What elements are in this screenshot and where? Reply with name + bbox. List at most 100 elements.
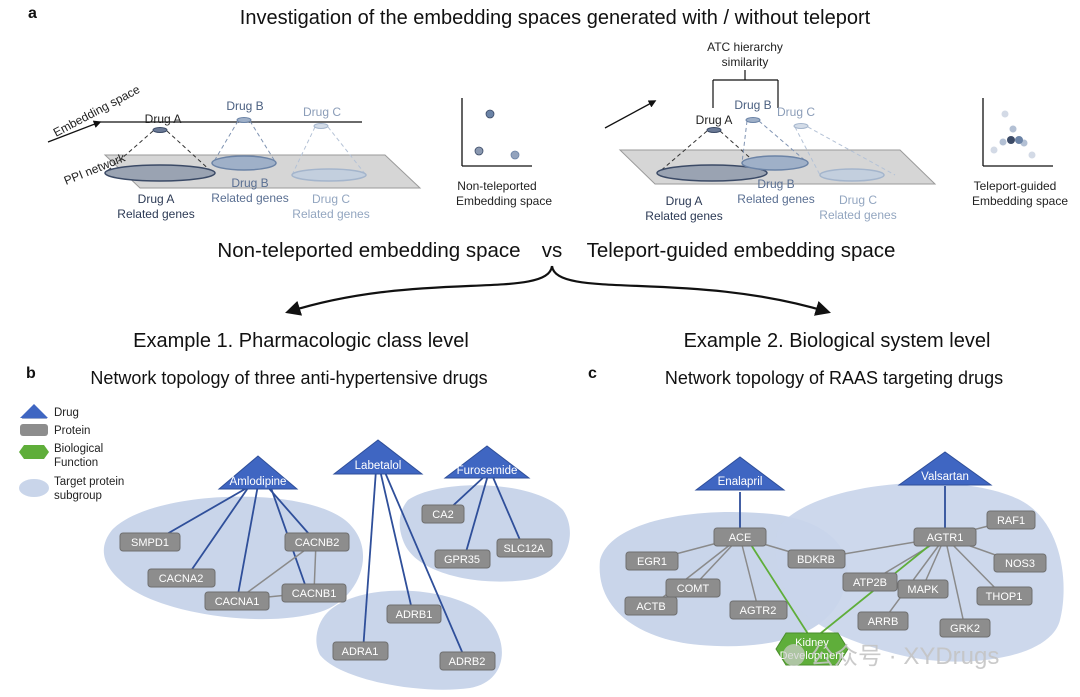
drug-a-label: Drug A xyxy=(145,112,182,126)
protein-node-adrb1: ADRB1 xyxy=(386,604,442,624)
drug-node-furosemide: Furosemide xyxy=(443,445,531,479)
svg-text:CACNA1: CACNA1 xyxy=(215,596,260,608)
panel-c-title: Network topology of RAAS targeting drugs xyxy=(665,368,1003,388)
atc-label-2: similarity xyxy=(722,55,769,69)
protein-node-raf1: RAF1 xyxy=(986,510,1036,530)
r-drug-c-label: Drug C xyxy=(777,105,815,119)
legend-drug-label: Drug xyxy=(54,407,79,419)
svg-text:CACNB2: CACNB2 xyxy=(295,537,340,549)
r-drug-a-label: Drug A xyxy=(696,113,733,127)
function-node-kidney-development: Kidney Development xyxy=(775,632,849,666)
protein-node-agtr1: AGTR1 xyxy=(913,527,977,547)
r-drug-b-genes-line2: Related genes xyxy=(737,192,814,206)
drug-b-embedding xyxy=(236,117,252,123)
comparison-right: Teleport-guided embedding space xyxy=(587,239,896,262)
drug-node-valsartan: Valsartan xyxy=(897,451,993,486)
protein-node-bdkrb: BDKRB xyxy=(787,549,846,569)
drug-c-genes-ellipse xyxy=(291,168,367,182)
edges-c-blue xyxy=(739,486,946,528)
legend-bio-line2: Function xyxy=(54,457,98,469)
r-cone-a-left xyxy=(657,130,708,174)
scatter-left-point-b xyxy=(485,109,495,119)
edges-b xyxy=(152,469,524,662)
protein-node-agtr2: AGTR2 xyxy=(729,600,788,620)
comparison-vs: vs xyxy=(542,239,563,262)
svg-text:AGTR2: AGTR2 xyxy=(740,605,777,617)
r-drug-c-genes-line2: Related genes xyxy=(819,208,896,222)
atc-label-1: ATC hierarchy xyxy=(707,40,783,54)
legend-bio-line1: Biological xyxy=(54,443,103,455)
cone-b-left xyxy=(212,120,239,164)
drug-b-genes-line1: Drug B xyxy=(231,176,268,190)
protein-node-gpr35: GPR35 xyxy=(434,549,491,569)
watermark-text: 公众号 · XYDrugs xyxy=(810,643,999,670)
protein-node-nos3: NOS3 xyxy=(993,553,1047,573)
svg-text:NOS3: NOS3 xyxy=(1005,558,1035,570)
svg-text:SLC12A: SLC12A xyxy=(504,543,546,555)
svg-text:CACNB1: CACNB1 xyxy=(292,588,337,600)
scatter-right-label-1: Teleport-guided xyxy=(974,179,1057,193)
scatter-right-ghost-2 xyxy=(990,146,998,154)
drug-a-genes-line2: Related genes xyxy=(117,207,194,221)
svg-text:ATP2B: ATP2B xyxy=(853,577,887,589)
drug-b-genes-ellipse xyxy=(211,155,277,171)
r-cone-c-right xyxy=(807,126,896,176)
arrow-to-example2 xyxy=(550,265,831,316)
drug-a-genes-line1: Drug A xyxy=(138,192,175,206)
watermark: 公众号 · XYDrugs xyxy=(783,643,999,670)
r-drug-c-embedding xyxy=(793,123,809,129)
r-drug-a-genes-line2: Related genes xyxy=(645,209,722,223)
function-label-line1: Kidney xyxy=(795,637,829,649)
svg-text:RAF1: RAF1 xyxy=(997,515,1025,527)
svg-text:ADRA1: ADRA1 xyxy=(342,646,379,658)
drug-a-genes-ellipse xyxy=(104,164,216,182)
legend-function-icon xyxy=(19,445,49,459)
scatter-right-point-a xyxy=(1007,136,1015,144)
svg-text:ARRB: ARRB xyxy=(868,616,899,628)
scatter-left-point-c xyxy=(510,150,520,160)
protein-node-atp2b: ATP2B xyxy=(842,572,898,592)
drug-c-genes-line1: Drug C xyxy=(312,192,350,206)
r-cone-c-left xyxy=(794,126,821,176)
svg-text:ADRB2: ADRB2 xyxy=(449,656,486,668)
panel-a-title: Investigation of the embedding spaces ge… xyxy=(240,7,871,29)
protein-node-arrb: ARRB xyxy=(857,611,909,631)
svg-text:EGR1: EGR1 xyxy=(637,556,667,568)
legend-target-line1: Target protein xyxy=(54,476,124,488)
protein-node-slc12a: SLC12A xyxy=(496,538,553,558)
scatter-right-point-b xyxy=(1015,136,1023,144)
legend-subgroup-icon xyxy=(19,479,49,497)
drug-c-embedding xyxy=(313,123,329,129)
drug-b-label: Drug B xyxy=(226,99,263,113)
scatter-right-label-2: Embedding space xyxy=(972,194,1068,208)
panel-b-letter: b xyxy=(26,365,36,382)
left-schematic: PPI network Embedding space Drug A Drug … xyxy=(47,82,552,221)
svg-text:ADRB1: ADRB1 xyxy=(396,609,433,621)
r-cone-b-left xyxy=(741,120,748,164)
scatter-right-mid-2 xyxy=(999,138,1007,146)
protein-node-smpd1: SMPD1 xyxy=(119,532,181,552)
cone-a-left xyxy=(104,130,154,174)
scatter-left-label-2: Embedding space xyxy=(456,194,552,208)
drug-a-embedding xyxy=(152,127,168,133)
scatter-left-point-a xyxy=(474,146,484,156)
svg-text:THOP1: THOP1 xyxy=(986,591,1023,603)
r-drug-b-label: Drug B xyxy=(734,98,771,112)
scatter-right-ghost-3 xyxy=(1028,151,1036,159)
cone-b-right xyxy=(249,120,277,164)
r-drug-b-genes-line1: Drug B xyxy=(757,177,794,191)
protein-node-ace: ACE xyxy=(713,527,767,547)
example1-heading: Example 1. Pharmacologic class level xyxy=(133,330,469,352)
svg-text:MAPK: MAPK xyxy=(907,584,939,596)
cone-a-right xyxy=(166,130,214,174)
svg-text:SMPD1: SMPD1 xyxy=(131,537,169,549)
legend-protein-icon xyxy=(20,424,48,436)
svg-text:BDKRB: BDKRB xyxy=(797,554,835,566)
embedding-axis-arrow xyxy=(47,120,102,143)
svg-text:CA2: CA2 xyxy=(432,509,453,521)
protein-node-mapk: MAPK xyxy=(897,579,949,599)
legend-target-line2: subgroup xyxy=(54,490,102,502)
svg-text:GRK2: GRK2 xyxy=(950,623,980,635)
panel-c-letter: c xyxy=(588,365,597,382)
